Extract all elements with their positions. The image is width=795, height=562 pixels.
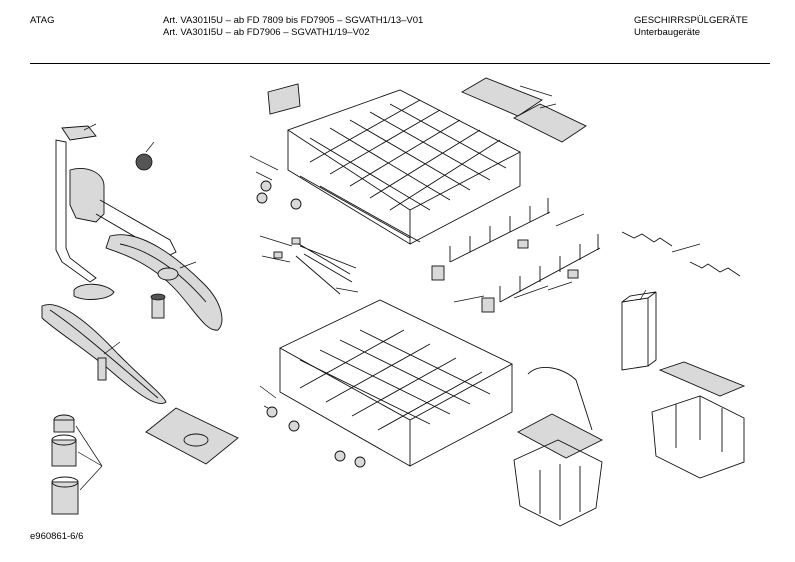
header-rule	[30, 63, 770, 65]
drawing-id: e960861-6/6	[30, 531, 84, 542]
upper-cup-racks	[461, 77, 587, 143]
cutlery-basket-insert	[621, 289, 657, 371]
category-line-1: GESCHIRRSPÜLGERÄTE	[634, 15, 749, 26]
article-info: Art. VA301I5U – ab FD 7809 bis FD7905 – …	[163, 15, 423, 39]
filter-set	[51, 414, 103, 515]
brand-name: ATAG	[30, 15, 55, 26]
folding-tine-rails	[259, 235, 359, 295]
article-line-2: Art. VA301I5U – ab FD7906 – SGVATH1/19–V…	[163, 27, 370, 38]
small-items-basket	[513, 367, 603, 527]
lower-spray-arm	[41, 304, 167, 404]
lower-basket	[259, 299, 513, 468]
cutlery-basket-lid	[658, 361, 746, 397]
upper-basket	[249, 83, 521, 245]
sump-plate	[145, 407, 239, 465]
cutlery-basket	[651, 395, 745, 479]
spray-arm-hub	[150, 293, 166, 319]
cup-shelf-clips	[621, 231, 741, 277]
spray-arm-supply-pipe	[55, 123, 177, 300]
filter-cap	[135, 141, 155, 171]
article-line-1: Art. VA301I5U – ab FD 7809 bis FD7905 – …	[163, 15, 424, 26]
category-line-2: Unterbaugeräte	[634, 27, 701, 38]
product-category: GESCHIRRSPÜLGERÄTE Unterbaugeräte	[634, 15, 748, 39]
side-tine-rows	[431, 198, 601, 313]
upper-spray-arm	[105, 234, 223, 331]
